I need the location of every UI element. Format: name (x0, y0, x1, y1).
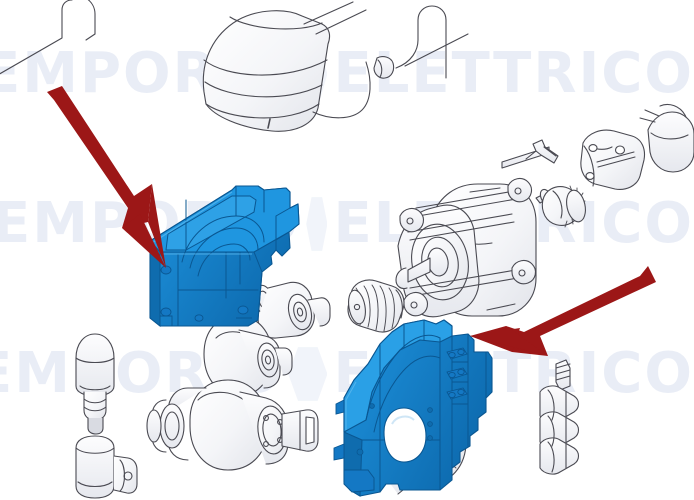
release-knob (580, 129, 646, 190)
screw-set (539, 359, 580, 475)
clutch-disc (203, 315, 293, 397)
arrow-lower-right (470, 266, 656, 356)
cover-bracket-wire (0, 0, 96, 75)
gearbox-housing-left (149, 185, 300, 328)
output-shaft-assembly (146, 379, 319, 471)
electric-motor (395, 177, 537, 318)
capacitor (639, 103, 694, 173)
bearing-shaft-small (253, 281, 331, 339)
hexagon-logo-icon (306, 197, 328, 251)
allen-key (501, 139, 559, 169)
worm-screw (347, 279, 405, 333)
arrow-upper-left (47, 86, 166, 268)
lamp-bulb (75, 333, 115, 435)
gearbox-housing-right (333, 319, 493, 497)
motor-pinion-gear (535, 185, 586, 228)
top-cover-shell (202, 1, 469, 132)
watermark-text-right: ELETTRICO (333, 41, 694, 106)
lamp-socket (75, 435, 138, 499)
